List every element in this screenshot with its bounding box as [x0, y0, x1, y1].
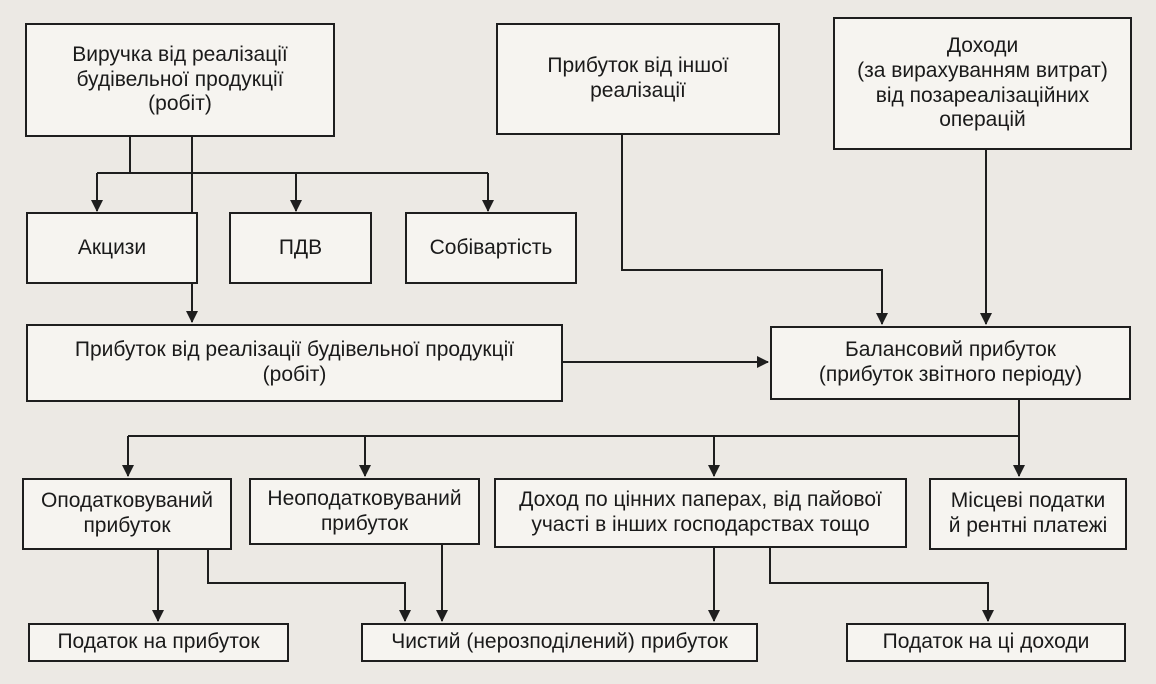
vat-box: ПДВ	[229, 212, 372, 284]
profit-tax-box: Податок на прибуток	[28, 623, 289, 662]
profit-tax-label: Податок на прибуток	[57, 630, 260, 654]
local-taxes-box: Місцеві податки й рентні платежі	[929, 478, 1127, 550]
taxable-profit-label: Оподатковуваний прибуток	[41, 489, 213, 537]
balance-profit-box: Балансовий прибуток (прибуток звітного п…	[770, 326, 1131, 400]
net-profit-label: Чистий (нерозподілений) прибуток	[391, 630, 728, 654]
construction-profit-box: Прибуток від реалізації будівельної прод…	[26, 324, 563, 402]
revenue-label: Виручка від реалізації будівельної проду…	[72, 42, 288, 116]
net-profit-box: Чистий (нерозподілений) прибуток	[361, 623, 758, 662]
securities-income-label: Доход по цінних паперах, від пайової уча…	[519, 488, 882, 536]
arrow-other-sales-to-balance	[621, 135, 888, 325]
vat-label: ПДВ	[278, 235, 323, 259]
income-tax-box: Податок на ці доходи	[846, 623, 1126, 662]
arrow-taxable-to-net-profit	[207, 550, 411, 622]
other-sales-box: Прибуток від іншої реалізації	[496, 23, 780, 135]
balance-profit-label: Балансовий прибуток (прибуток звітного п…	[818, 338, 1083, 386]
revenue-box: Виручка від реалізації будівельної проду…	[25, 23, 335, 137]
local-taxes-label: Місцеві податки й рентні платежі	[948, 489, 1108, 537]
nontaxable-profit-box: Неоподатковуваний прибуток	[249, 478, 480, 545]
arrow-securities-to-income-tax	[769, 548, 994, 622]
cost-box: Собівартість	[405, 212, 577, 284]
nontaxable-profit-label: Неоподатковуваний прибуток	[267, 486, 462, 535]
income-tax-label: Податок на ці доходи	[882, 630, 1090, 654]
excise-box: Акцизи	[26, 212, 198, 284]
taxable-profit-box: Оподатковуваний прибуток	[22, 478, 232, 550]
other-sales-label: Прибуток від іншої реалізації	[547, 54, 729, 102]
excise-label: Акцизи	[77, 235, 147, 259]
securities-income-box: Доход по цінних паперах, від пайової уча…	[494, 478, 907, 548]
construction-profit-label: Прибуток від реалізації будівельної прод…	[74, 338, 515, 386]
non-sales-income-label: Доходи (за вирахуванням витрат) від поза…	[857, 33, 1108, 132]
non-sales-income-box: Доходи (за вирахуванням витрат) від поза…	[833, 17, 1132, 150]
cost-label: Собівартість	[429, 235, 553, 259]
